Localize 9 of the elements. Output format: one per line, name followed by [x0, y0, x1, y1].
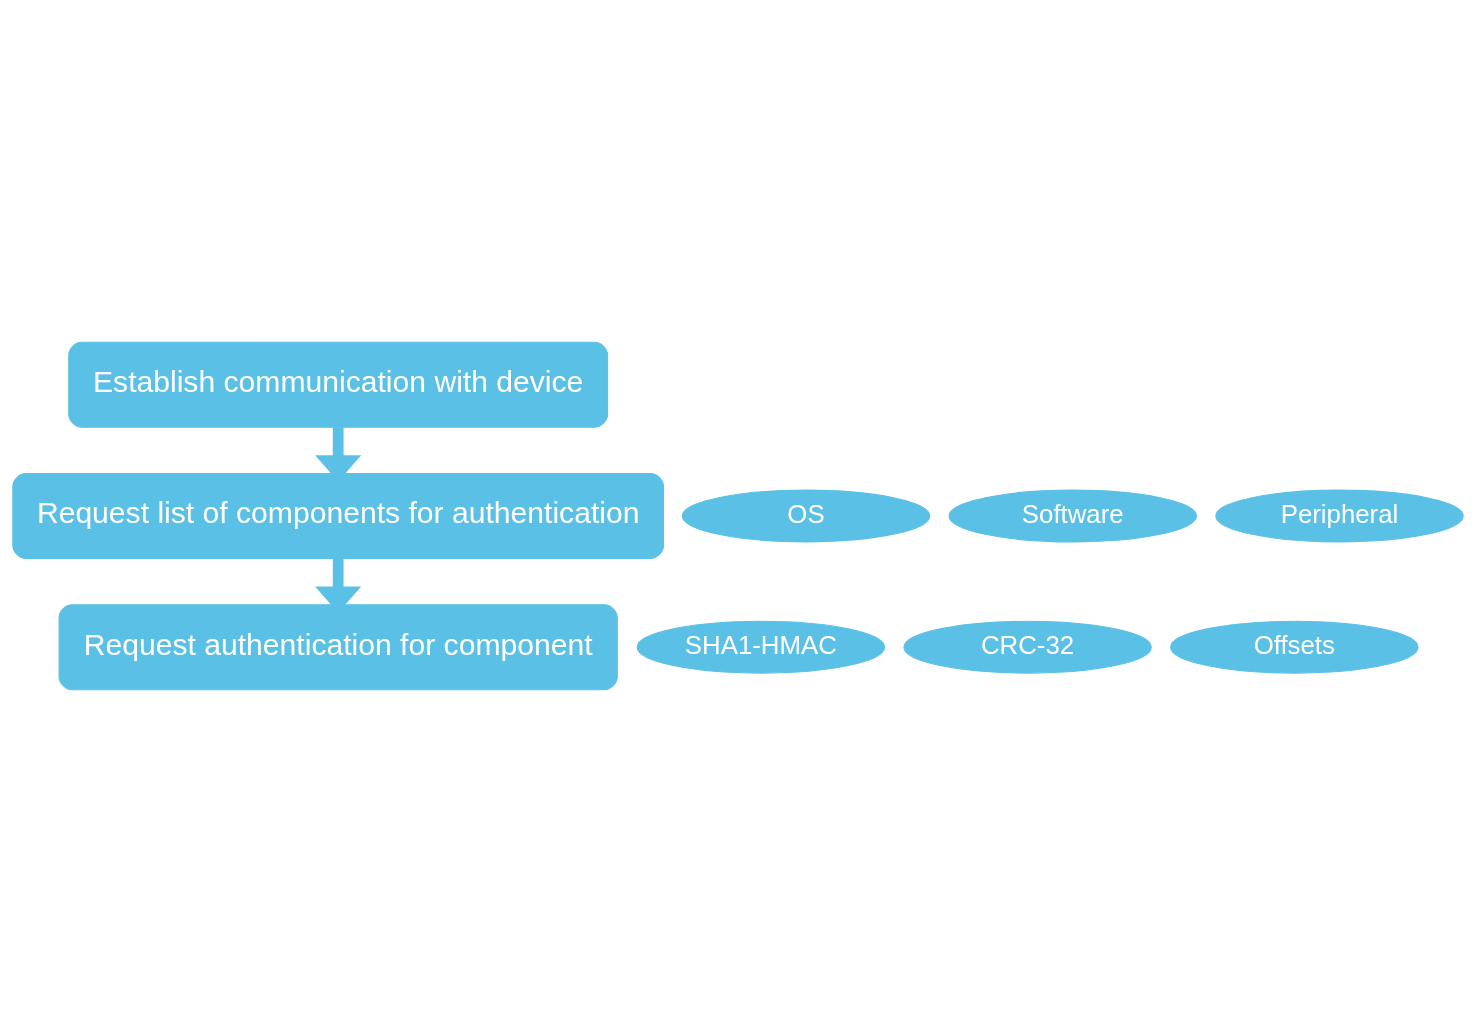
node-ellipse: OS: [681, 489, 931, 543]
node-ellipse: Offsets: [1170, 620, 1419, 674]
node-box: Request list of components for authentication: [12, 472, 665, 559]
node-box: Establish communication with device: [68, 341, 609, 428]
node-ellipse: SHA1-HMAC: [636, 620, 886, 674]
node-ellipse: CRC-32: [903, 620, 1152, 674]
node-ellipse: Peripheral: [1215, 489, 1464, 543]
node-ellipse: Software: [948, 489, 1197, 543]
node-box: Request authentication for component: [58, 604, 618, 691]
